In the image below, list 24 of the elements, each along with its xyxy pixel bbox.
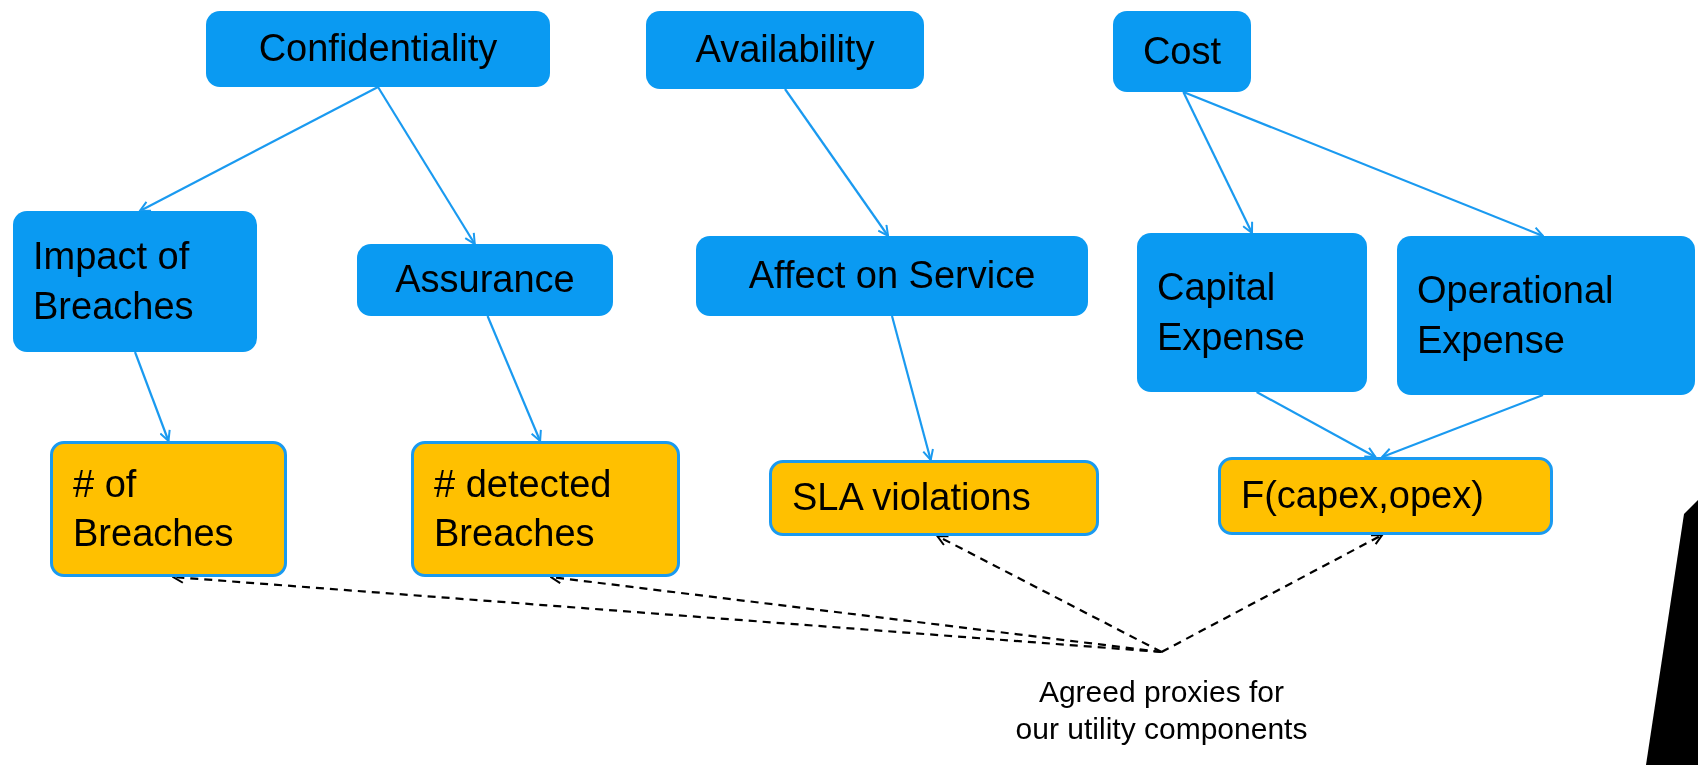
arrow <box>1182 90 1544 238</box>
category-box: Operational Expense <box>1397 236 1695 395</box>
arrow <box>1161 534 1384 653</box>
arrow <box>936 535 1162 653</box>
arrow <box>1256 391 1377 458</box>
category-box: Availability <box>646 11 924 89</box>
metric-box: # of Breaches <box>50 441 287 577</box>
category-box: Assurance <box>357 244 613 316</box>
arrow <box>784 88 890 237</box>
category-box: Cost <box>1113 11 1251 92</box>
arrow <box>377 86 476 245</box>
category-box: Affect on Service <box>696 236 1088 316</box>
arrow <box>486 315 542 442</box>
category-box: Impact of Breaches <box>13 211 257 352</box>
category-box: Confidentiality <box>206 11 550 87</box>
metric-box: # detected Breaches <box>411 441 680 577</box>
metric-box: F(capex,opex) <box>1218 457 1553 535</box>
note-text: Agreed proxies for our utility components <box>994 652 1329 762</box>
arrow <box>1182 91 1254 234</box>
category-box: Capital Expense <box>1137 233 1367 392</box>
arrow <box>133 351 171 442</box>
arrow <box>890 315 934 461</box>
arrow <box>138 86 379 212</box>
metric-box: SLA violations <box>769 460 1099 536</box>
